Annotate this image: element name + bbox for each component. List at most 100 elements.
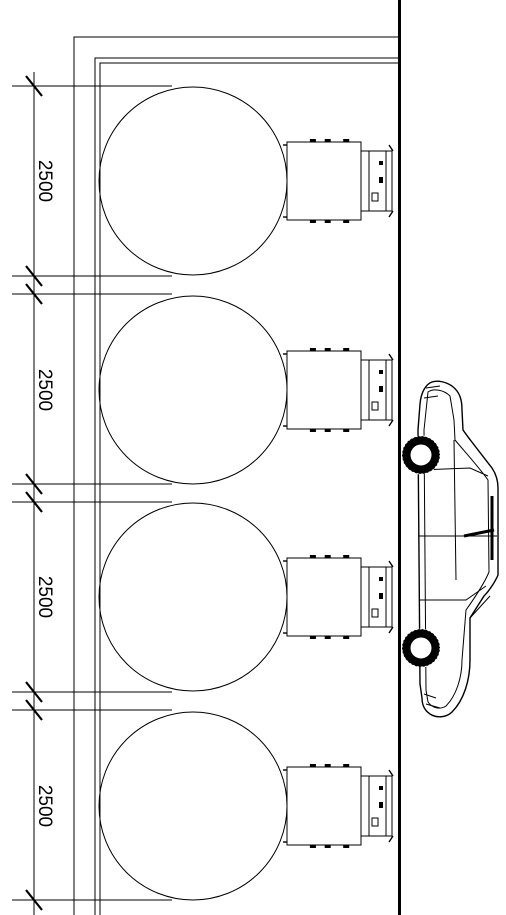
tick-mark-2 — [25, 265, 43, 287]
dimension-chain: 2500 2500 2500 2500 — [12, 72, 172, 915]
dimension-label-2: 2500 — [34, 369, 55, 411]
front-rim — [409, 443, 433, 467]
tank-circle — [98, 711, 288, 901]
car-rear-bumper — [423, 693, 441, 709]
housing-tab-bottom — [309, 220, 316, 223]
car-roof — [453, 439, 457, 581]
canopy-mark-top — [388, 769, 394, 777]
connector-block — [360, 566, 370, 628]
car-rear-window — [469, 595, 491, 619]
housing-tab-bottom — [343, 636, 350, 639]
dispenser-indicator — [371, 401, 379, 411]
housing-tab-top — [309, 555, 316, 558]
rear-tread — [401, 628, 441, 668]
car-rear-wheel — [401, 628, 441, 668]
housing-tab-top — [343, 139, 350, 142]
tick-mark-8 — [25, 889, 43, 911]
housing-tab-top — [343, 764, 350, 767]
connector-block — [360, 775, 370, 837]
dispenser-indicator — [371, 192, 379, 202]
canopy-mark-top — [388, 353, 394, 361]
tick-mark-5 — [25, 491, 43, 513]
dispenser-body — [368, 150, 393, 212]
extension-lines — [12, 85, 172, 901]
housing-tab-top — [309, 348, 316, 351]
inner-wall-line-a — [94, 57, 399, 915]
housing-tab-bottom — [309, 636, 316, 639]
dispenser-dot — [379, 577, 383, 581]
car-trunk-line — [420, 585, 487, 601]
housing-tab-bottom — [324, 636, 331, 639]
dimension-label-3: 2500 — [34, 576, 55, 618]
connector-block — [360, 150, 370, 212]
dispenser-indicator — [371, 608, 379, 618]
housing-tab-bottom — [309, 845, 316, 848]
housing-tab-top — [324, 555, 331, 558]
tick-mark-7 — [25, 699, 43, 721]
dispenser-indicator — [371, 817, 379, 827]
front-tread — [401, 435, 441, 475]
dispenser-body — [368, 566, 393, 628]
dispenser-nozzle — [379, 802, 383, 808]
canopy-mark-top — [388, 144, 394, 152]
housing-tab-top — [343, 555, 350, 558]
dispenser-nozzle — [379, 177, 383, 183]
tick-mark-6 — [25, 681, 43, 703]
housing-tab-top — [324, 139, 331, 142]
dimension-labels: 2500 2500 2500 2500 — [34, 160, 55, 827]
housing-tab-bottom — [343, 220, 350, 223]
car-mirror — [463, 528, 495, 538]
housing-tab-top — [343, 348, 350, 351]
dispenser-nozzle — [379, 386, 383, 392]
equipment-units — [98, 86, 394, 901]
housing-tab-top — [324, 348, 331, 351]
dispenser-body — [368, 775, 393, 837]
car-front-window — [462, 429, 471, 441]
inner-wall-line-b — [99, 62, 399, 915]
car-front-wheel — [401, 435, 441, 475]
housing-tab-bottom — [324, 845, 331, 848]
housing-tab-top — [324, 764, 331, 767]
housing-tab-bottom — [309, 429, 316, 432]
car-front-bumper — [423, 385, 441, 399]
pump-housing — [286, 141, 362, 221]
tick-mark-1 — [25, 75, 43, 97]
tick-mark-3 — [25, 283, 43, 305]
unit-4 — [98, 711, 394, 901]
canopy-mark-bottom — [388, 835, 394, 843]
unit-1 — [98, 86, 394, 276]
housing-tab-bottom — [343, 845, 350, 848]
rear-rim — [409, 636, 433, 660]
tank-circle — [98, 86, 288, 276]
housing-tab-bottom — [324, 220, 331, 223]
dimension-label-4: 2500 — [34, 785, 55, 827]
dispenser-dot — [379, 161, 383, 165]
dispenser-dot — [379, 370, 383, 374]
unit-3 — [98, 502, 394, 692]
tank-circle — [98, 295, 288, 485]
dimension-label-1: 2500 — [34, 160, 55, 202]
unit-2 — [98, 295, 394, 485]
canopy-mark-bottom — [388, 626, 394, 634]
canopy-mark-top — [388, 560, 394, 568]
housing-tab-top — [309, 764, 316, 767]
pump-housing — [286, 557, 362, 637]
housing-tab-bottom — [343, 429, 350, 432]
car — [401, 380, 499, 718]
pump-housing — [286, 766, 362, 846]
canopy-mark-bottom — [388, 419, 394, 427]
car-hood-line — [419, 467, 489, 477]
pump-housing — [286, 350, 362, 430]
tank-circle — [98, 502, 288, 692]
housing-tab-bottom — [324, 429, 331, 432]
car-body-outline — [417, 380, 499, 718]
outer-wall-line — [73, 36, 399, 915]
dispenser-dot — [379, 786, 383, 790]
dispenser-nozzle — [379, 593, 383, 599]
tick-mark-4 — [25, 473, 43, 495]
connector-block — [360, 359, 370, 421]
tick-marks — [25, 75, 43, 911]
housing-tab-top — [309, 139, 316, 142]
dispenser-body — [368, 359, 393, 421]
